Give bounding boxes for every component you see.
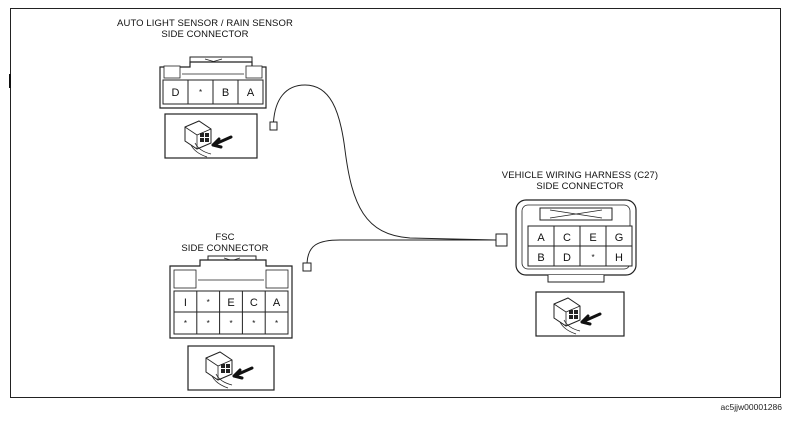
harness-pin-bottom-3: * (591, 253, 594, 262)
auto-light-pin-1: D (172, 87, 180, 99)
harness-title-line2: SIDE CONNECTOR (536, 181, 624, 192)
harness-pin-bottom-2: D (563, 252, 571, 264)
auto-light-probe-inset (164, 113, 258, 159)
auto-light-pin-3: B (222, 87, 229, 99)
fsc-pin-bottom-3: * (229, 319, 232, 328)
fsc-pin-top-3: E (227, 297, 234, 309)
connector-probe-icon (553, 297, 602, 335)
harness-pin-top-1: A (537, 232, 545, 244)
auto-light-sensor-title: AUTO LIGHT SENSOR / RAIN SENSOR SIDE CON… (105, 18, 305, 40)
harness-pin-bottom-4: H (615, 252, 623, 264)
harness-title-line1: VEHICLE WIRING HARNESS (C27) (501, 170, 659, 181)
harness-connector: A C E G B D * H (515, 199, 637, 283)
connector-probe-icon (184, 120, 233, 158)
fsc-pin-top-5: A (273, 297, 281, 309)
fsc-pin-bottom-4: * (252, 319, 255, 328)
auto-light-pin-4: A (247, 87, 255, 99)
fsc-pin-bottom-1: * (184, 319, 187, 328)
diagram-frame (10, 8, 781, 398)
connector-probe-icon (205, 351, 254, 389)
wiring (269, 84, 508, 272)
fsc-pin-top-1: I (184, 297, 187, 309)
fsc-connector: I * E C A * * * * * (169, 255, 293, 339)
fsc-title: FSC SIDE CONNECTOR (170, 232, 280, 254)
fsc-pin-bottom-2: * (207, 319, 210, 328)
fsc-title-line1: FSC (215, 232, 235, 243)
harness-title: VEHICLE WIRING HARNESS (C27) SIDE CONNEC… (480, 170, 680, 192)
harness-pin-top-4: G (615, 232, 624, 244)
harness-pin-bottom-1: B (537, 252, 544, 264)
auto-light-connector: D * B A (159, 56, 267, 109)
auto-light-terminal (269, 121, 278, 131)
harness-pin-top-3: E (589, 232, 596, 244)
auto-light-wire (273, 84, 497, 241)
fsc-pin-bottom-5: * (275, 319, 278, 328)
fsc-terminal (302, 262, 312, 272)
fsc-pin-top-2: * (207, 298, 210, 307)
auto-light-title-line2: SIDE CONNECTOR (161, 29, 249, 40)
auto-light-pin-2: * (199, 88, 202, 97)
fsc-probe-inset (187, 345, 275, 391)
fsc-title-line2: SIDE CONNECTOR (181, 243, 269, 254)
fsc-wire (306, 239, 496, 264)
auto-light-title-line1: AUTO LIGHT SENSOR / RAIN SENSOR (117, 18, 293, 29)
fsc-pin-top-4: C (250, 297, 258, 309)
figure-code: ac5jjw00001286 (720, 402, 782, 412)
harness-terminal (495, 233, 508, 247)
harness-probe-inset (535, 291, 625, 337)
harness-pin-top-2: C (563, 232, 571, 244)
